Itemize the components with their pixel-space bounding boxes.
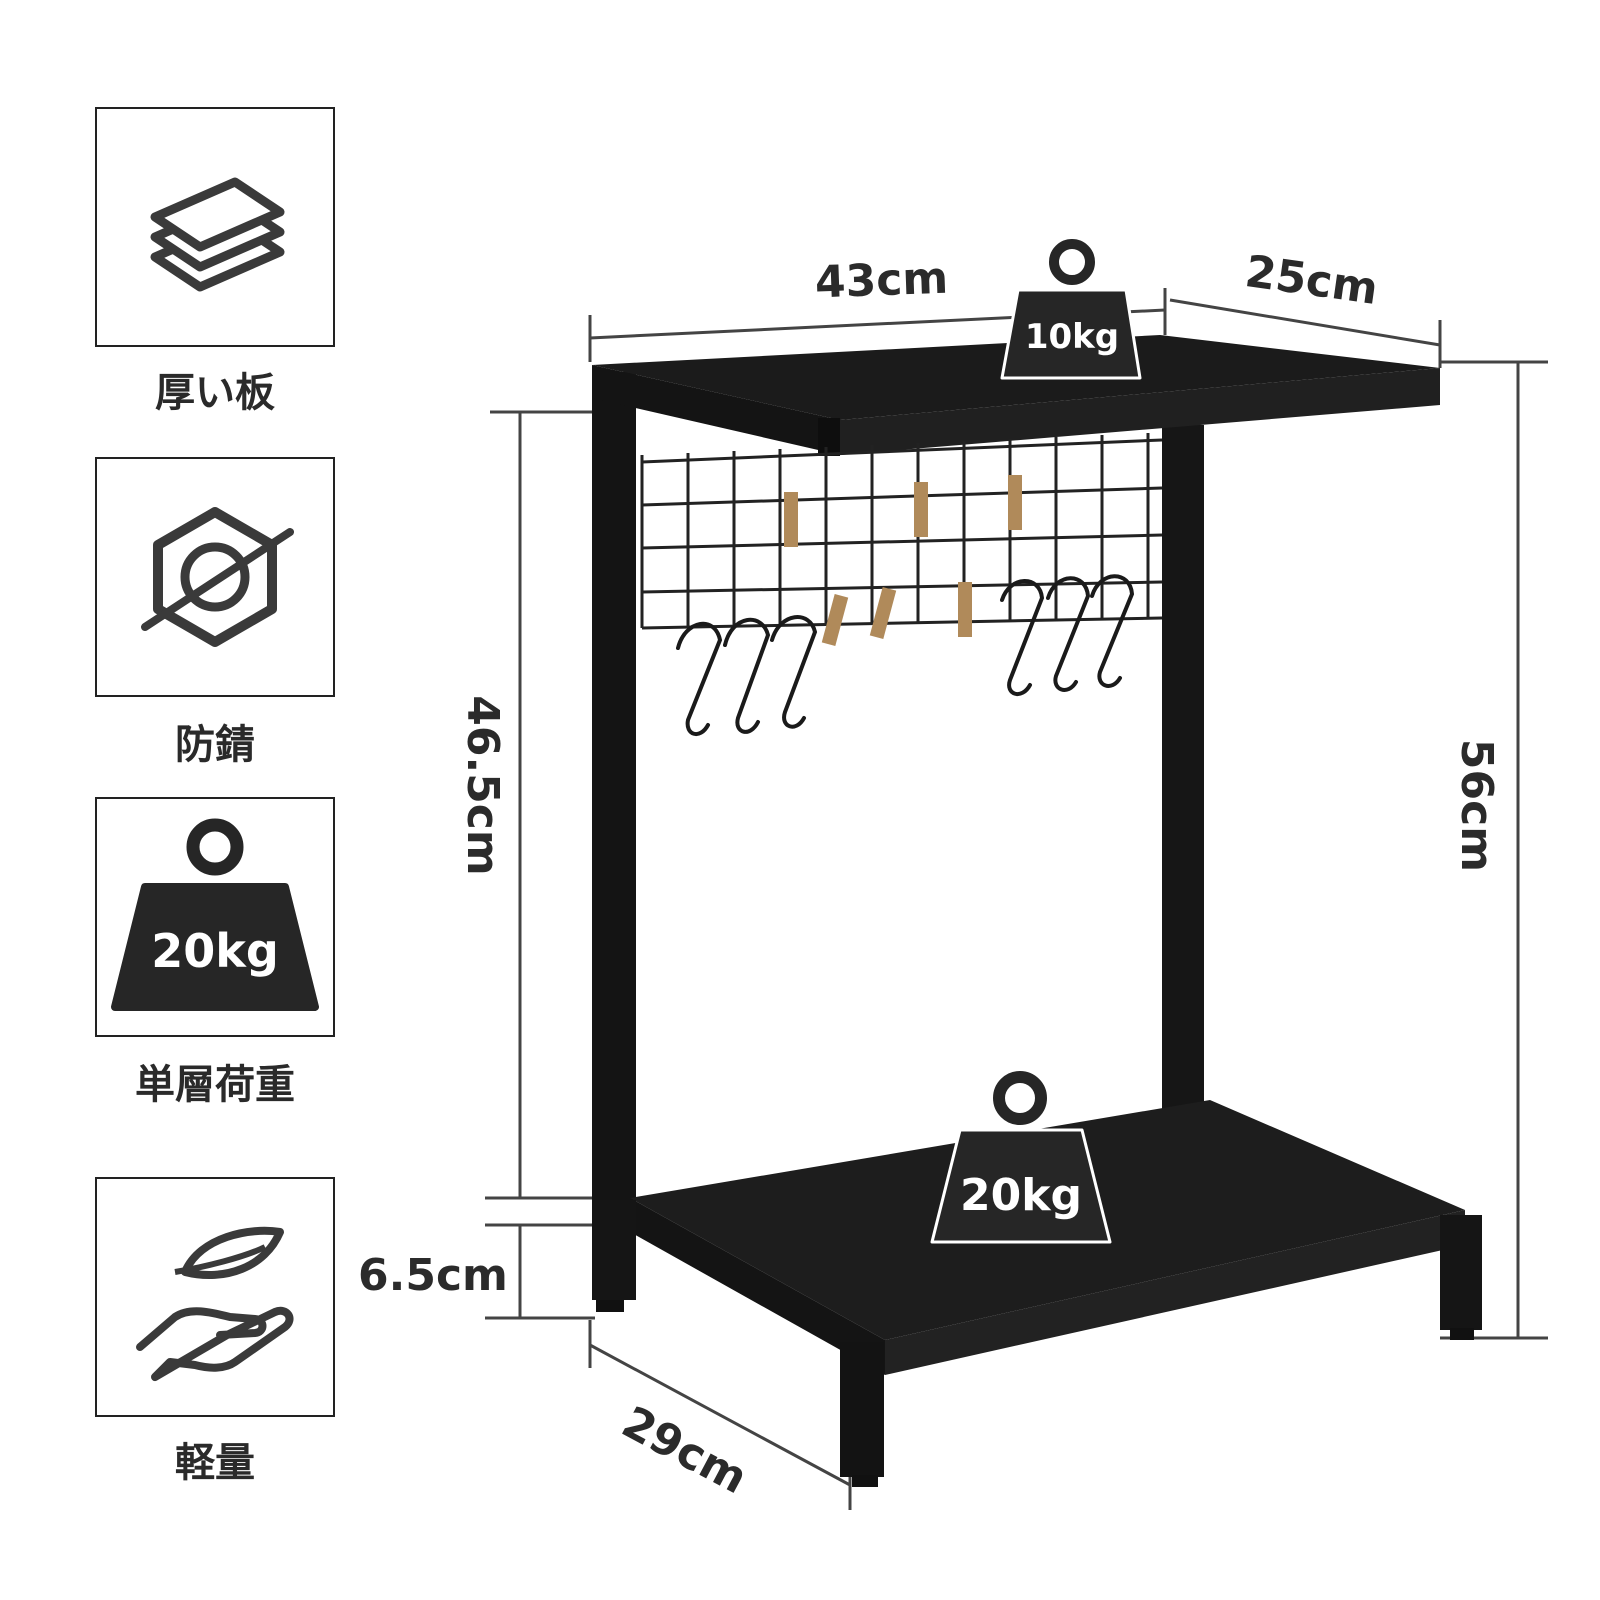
leg-front-left [592,372,636,1300]
dim-leg-height: 6.5cm [358,1250,508,1301]
dim-height-inner: 46.5cm [456,695,508,876]
wire-grid-panel [640,433,1163,630]
leg-back-right-foot [1440,1215,1482,1330]
stacked-boards-icon [150,177,285,292]
leg-front-right [840,1342,884,1477]
dim-width: 43cm [814,252,950,309]
anti-rust-icon [141,507,294,647]
feature-lightweight [95,1177,335,1417]
weight-text-bottom: 20kg [960,1170,1082,1221]
feature-label-load: 単層荷重 [135,1062,295,1108]
feature-label-anti-rust: 防錆 [175,722,255,768]
dim-height-total: 56cm [1451,738,1503,873]
s-hooks [676,574,1135,736]
leg-back-right [1162,425,1204,1110]
wooden-clips [784,475,1022,646]
weight-badge-top: 10kg [1000,239,1142,380]
weight-badge-feature: 20kg [151,924,279,978]
feature-load: 20kg [95,797,335,1037]
weight-icon: 20kg [111,818,319,1011]
weight-text-top: 10kg [1025,317,1119,357]
feature-thick-board [95,107,335,347]
hand-leaf-icon [136,1226,294,1381]
feature-anti-rust [95,457,335,697]
feature-label-lightweight: 軽量 [175,1440,255,1486]
weight-badge-bottom: 20kg [930,1071,1112,1244]
feature-label-thick-board: 厚い板 [155,370,275,416]
